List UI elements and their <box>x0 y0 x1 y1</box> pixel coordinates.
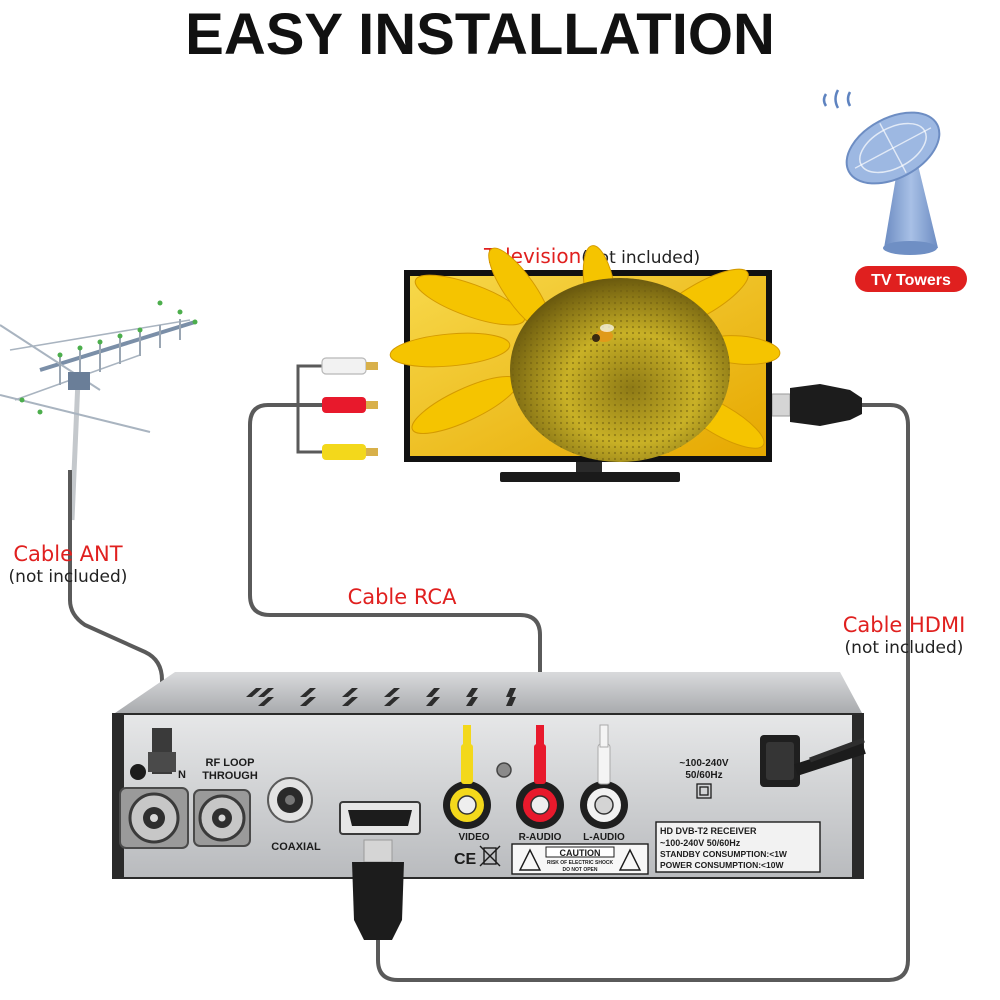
cable-ant-note: (not included) <box>9 567 128 587</box>
antenna-icon <box>0 300 198 521</box>
rf-loop-label-line2: THROUGH <box>202 770 258 782</box>
rca-plug-white <box>321 357 378 375</box>
television-label: Television(not included) <box>483 244 700 268</box>
caution-line1: RISK OF ELECTRIC SHOCK <box>547 860 614 866</box>
ant-cable <box>68 470 164 745</box>
rca-plug-white-inserted <box>597 724 611 785</box>
ant-in-port <box>119 787 189 849</box>
ce-mark: CE <box>454 851 477 868</box>
tv-towers-label: TV Towers <box>871 272 951 289</box>
spec-line2: ~100-240V 50/60Hz <box>660 838 741 848</box>
r-audio-socket <box>516 781 564 829</box>
rf-loop-port <box>193 789 251 847</box>
rca-cable <box>248 403 542 745</box>
hdmi-plug-tv <box>771 384 862 426</box>
rca-plug-red <box>322 397 378 413</box>
hdmi-port <box>339 801 421 835</box>
video-label: VIDEO <box>458 832 489 843</box>
bee-icon <box>592 324 614 342</box>
rca-plug-yellow <box>322 444 378 460</box>
spec-line1: HD DVB-T2 RECEIVER <box>660 826 757 836</box>
receiver-box: N RF LOOP THROUGH COAXIAL <box>112 672 866 879</box>
ant-in-label: N <box>178 769 186 781</box>
rca-plug-yellow-inserted <box>461 725 473 784</box>
voltage-label: ~100-240V <box>679 758 729 769</box>
spec-plate <box>655 821 821 873</box>
rca-plug-red-inserted <box>534 725 546 784</box>
rf-loop-label-line1: RF LOOP <box>206 757 255 769</box>
video-socket <box>443 781 491 829</box>
l-audio-label: L-AUDIO <box>583 832 625 843</box>
recycle-bin-icon <box>479 845 501 867</box>
double-insulation-icon <box>696 783 712 799</box>
caution-line2: DO NOT OPEN <box>562 867 597 873</box>
tv-tower-icon <box>822 89 941 255</box>
coaxial-label: COAXIAL <box>271 841 321 853</box>
vent-slots <box>246 688 516 706</box>
cable-ant-label: Cable ANT <box>13 542 122 566</box>
r-audio-label: R-AUDIO <box>519 832 562 843</box>
power-cord <box>760 735 866 787</box>
spec-line3: STANDBY CONSUMPTION:<1W <box>660 849 788 859</box>
caution-title: CAUTION <box>560 848 601 858</box>
coaxial-port <box>267 777 313 823</box>
frequency-label: 50/60Hz <box>685 770 722 781</box>
television-icon <box>389 245 781 482</box>
hdmi-plug-receiver <box>352 839 404 940</box>
caution-label <box>511 843 649 875</box>
rca-split-lines <box>296 364 322 454</box>
l-audio-socket <box>580 781 628 829</box>
page-title: EASY INSTALLATION <box>185 2 775 67</box>
hdmi-cable <box>376 403 910 982</box>
cable-rca-label: Cable RCA <box>348 585 458 609</box>
tv-towers-badge <box>855 266 967 292</box>
cable-hdmi-note: (not included) <box>845 638 964 658</box>
cable-hdmi-label: Cable HDMI <box>843 613 966 637</box>
spec-line4: POWER CONSUMPTION:<10W <box>660 860 784 870</box>
